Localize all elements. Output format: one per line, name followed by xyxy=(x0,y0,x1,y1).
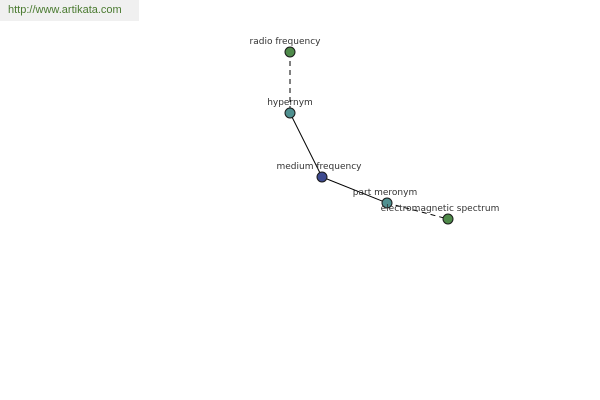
node-electromagnetic-spectrum[interactable] xyxy=(442,213,454,225)
node-label-part-meronym[interactable]: part meronym xyxy=(353,188,417,198)
node-hypernym[interactable] xyxy=(284,107,296,119)
node-medium-frequency[interactable] xyxy=(316,171,328,183)
node-label-hypernym[interactable]: hypernym xyxy=(267,98,313,108)
edges-layer xyxy=(289,52,449,220)
edge-part-meronym-to-electromagnetic-spectrum xyxy=(386,202,449,220)
node-part-meronym[interactable] xyxy=(381,197,393,209)
labels-layer: radio frequency hypernym medium frequency p… xyxy=(250,37,500,214)
node-radio-frequency[interactable] xyxy=(284,46,296,58)
nodes-layer xyxy=(284,46,454,225)
watermark-link[interactable]: http://www.artikata.com xyxy=(0,0,139,21)
edge-medium-frequency-to-part-meronym xyxy=(321,176,388,204)
node-label-medium-frequency[interactable]: medium frequency xyxy=(277,162,363,172)
node-label-electromagnetic-spectrum[interactable]: electromagnetic spectrum xyxy=(381,204,500,214)
node-label-radio-frequency[interactable]: radio frequency xyxy=(250,37,322,47)
edge-hypernym-to-medium-frequency xyxy=(289,112,323,178)
